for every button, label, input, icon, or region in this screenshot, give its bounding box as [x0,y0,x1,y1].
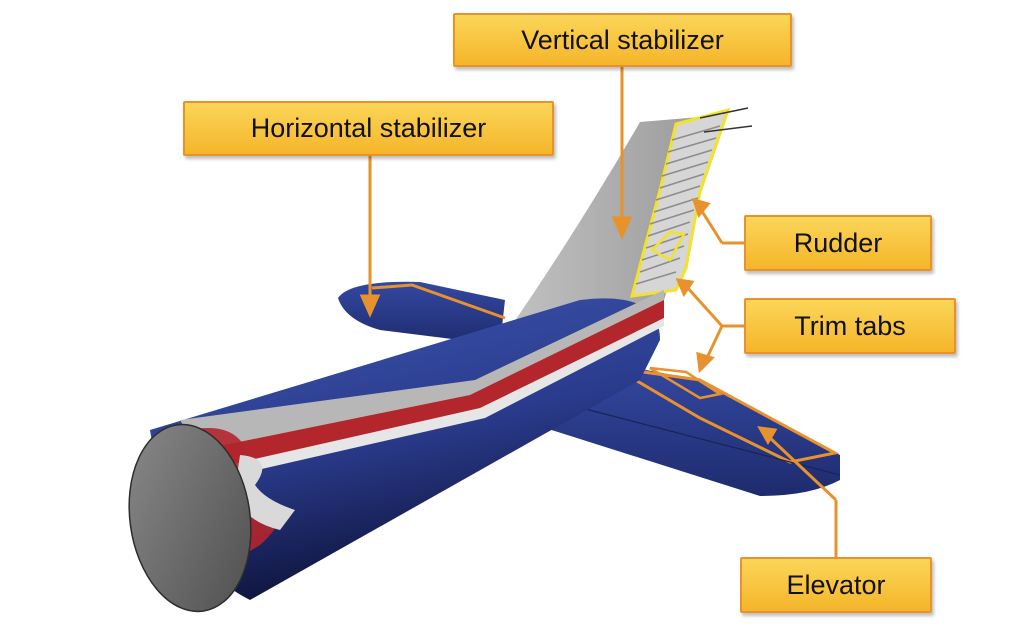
left-elevator-outline [371,283,506,320]
right-elevator-outline [614,366,840,464]
vertical-stabilizer-label-text: Vertical stabilizer [521,24,724,55]
right-trim-tab-outline [649,366,724,400]
horizontal-stabilizer-label-text: Horizontal stabilizer [250,113,487,143]
elevator-label-text: Elevator [786,569,886,600]
rudder-label-text: Rudder [793,227,883,258]
vertical-stabilizer-label: Vertical stabilizer [453,13,792,67]
leader-lines [359,67,838,557]
fuselage-end-cap [128,423,252,613]
fuselage-red-stripe [200,300,664,470]
elevator-label: Elevator [740,557,932,613]
fuselage-gray-stripe [180,290,664,455]
rudder-label: Rudder [744,215,932,271]
trim-tabs-label-text: Trim tabs [794,310,906,341]
horizontal-stabilizer-label: Horizontal stabilizer [183,101,554,156]
left-horizontal-stabilizer [338,281,505,345]
trim-tabs-label: Trim tabs [744,298,956,354]
